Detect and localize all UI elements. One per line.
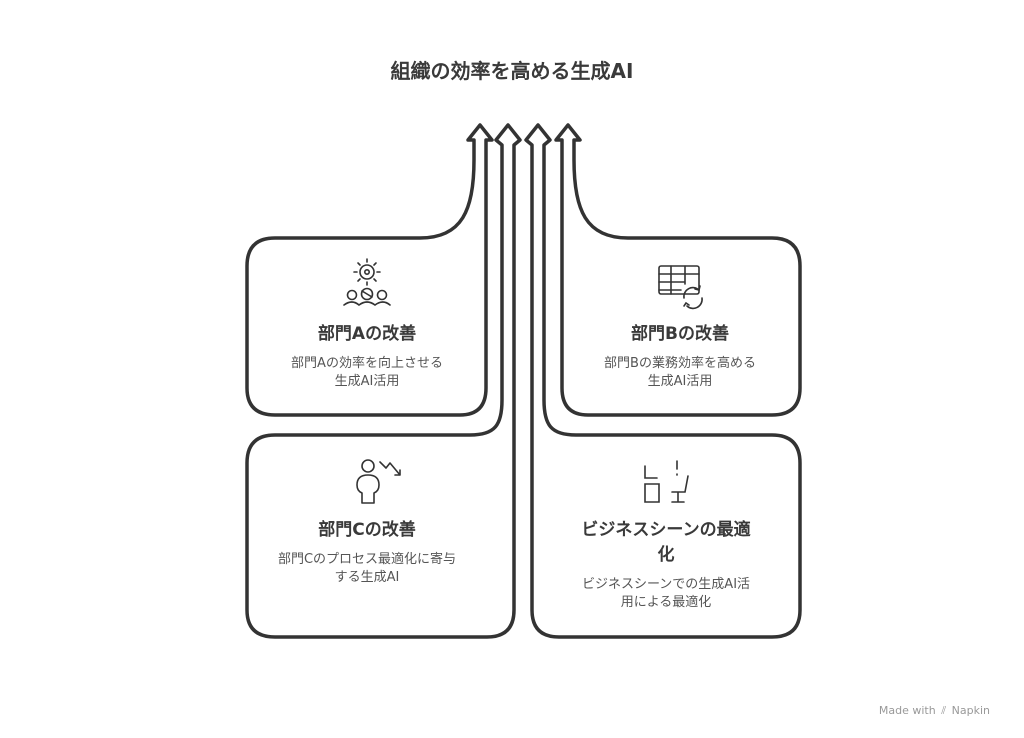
arrow-shape-b [554,123,802,417]
card-title: ビジネスシーンの最適 化 [546,518,786,568]
desc-line: 生成AI活用 [647,374,713,389]
desc-line: する生成AI [334,570,400,585]
card-description: ビジネスシーンでの生成AI活 用による最適化 [546,576,786,612]
person-trend-down-icon [356,459,401,504]
brand-text: Napkin [951,704,990,717]
team-gear-icon [343,258,391,307]
card-department-c: 部門Cの改善 部門Cのプロセス最適化に寄与 する生成AI [257,518,477,587]
napkin-logo-icon: ⫽ [941,704,947,717]
arrow-shape-a [245,123,494,417]
desc-line: 用による最適化 [620,595,712,610]
card-description: 部門Bの業務効率を高める 生成AI活用 [570,355,790,391]
card-department-a: 部門Aの改善 部門Aの効率を向上させる 生成AI活用 [257,322,477,391]
table-refresh-icon [658,265,703,310]
desk-chair-alert-icon [644,460,689,503]
arrow-shape-c [245,123,522,639]
desc-line: ビジネスシーンでの生成AI活 [581,577,751,592]
desc-line: 部門Cのプロセス最適化に寄与 [277,552,457,567]
card-title: 部門Bの改善 [631,324,729,344]
card-business-scene: ビジネスシーンの最適 化 ビジネスシーンでの生成AI活 用による最適化 [546,518,786,612]
made-with-text: Made with [878,704,936,717]
card-title: 部門Aの改善 [317,324,417,344]
arrow-shape-d [524,123,802,639]
diagram-title: 組織の効率を高める生成AI [390,59,634,83]
card-description: 部門Aの効率を向上させる 生成AI活用 [257,355,477,391]
napkin-watermark[interactable]: Made with ⫽ Napkin [879,704,990,718]
card-department-b: 部門Bの改善 部門Bの業務効率を高める 生成AI活用 [570,322,790,391]
title-line: ビジネスシーンの最適 [581,520,751,540]
desc-line: 生成AI活用 [334,374,400,389]
card-description: 部門Cのプロセス最適化に寄与 する生成AI [257,551,477,587]
title-line: 化 [657,545,675,565]
desc-line: 部門Aの効率を向上させる [291,356,443,371]
card-title: 部門Cの改善 [318,520,416,540]
desc-line: 部門Bの業務効率を高める [604,356,756,371]
